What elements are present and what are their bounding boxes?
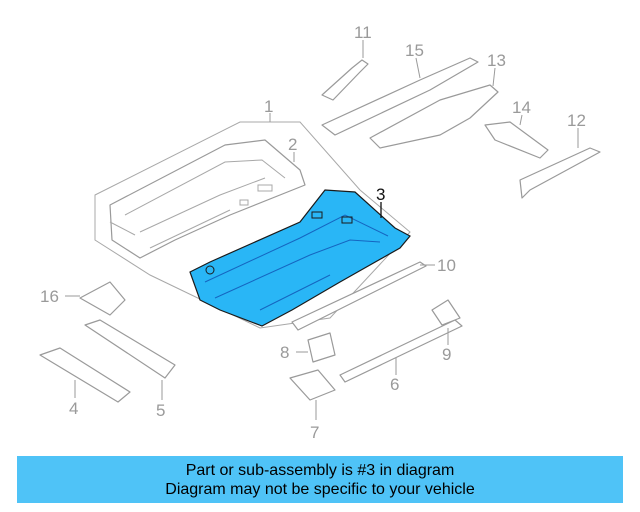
- floor-pan-part-3[interactable]: [189, 189, 411, 327]
- part-10: [291, 261, 427, 331]
- callout-4: 4: [69, 399, 78, 418]
- part-4: [39, 347, 131, 403]
- callout-8: 8: [280, 343, 289, 362]
- part-5: [84, 319, 176, 379]
- part-13: [369, 84, 499, 149]
- parts-diagram: 1 2 3 4 5 6 7 8 9 10 11 12 13 14 15 16: [39, 23, 601, 442]
- callout-1: 1: [264, 97, 273, 116]
- callout-11: 11: [354, 23, 372, 42]
- callout-15: 15: [405, 41, 424, 60]
- part-6: [339, 319, 463, 383]
- part-9: [431, 299, 461, 326]
- part-16: [79, 281, 126, 316]
- callout-12: 12: [567, 111, 586, 130]
- part-15: [321, 57, 479, 136]
- part-8: [307, 332, 336, 363]
- info-banner: Part or sub-assembly is #3 in diagram Di…: [17, 456, 623, 503]
- callout-13: 13: [487, 51, 506, 70]
- part-7: [289, 369, 336, 401]
- callout-5: 5: [156, 401, 165, 420]
- callout-16: 16: [40, 287, 59, 306]
- banner-line-2: Diagram may not be specific to your vehi…: [165, 481, 475, 498]
- callout-10: 10: [437, 256, 456, 275]
- part-14: [484, 121, 549, 159]
- part-12: [519, 147, 601, 199]
- callout-3[interactable]: 3: [376, 185, 385, 204]
- callout-14: 14: [512, 98, 531, 117]
- callout-2: 2: [288, 135, 297, 154]
- floor-pan-assembly: [109, 139, 306, 259]
- callout-7: 7: [310, 423, 319, 442]
- banner-line-1: Part or sub-assembly is #3 in diagram: [185, 462, 455, 479]
- callout-6: 6: [390, 375, 399, 394]
- part-11: [321, 59, 369, 101]
- callout-9: 9: [442, 345, 451, 364]
